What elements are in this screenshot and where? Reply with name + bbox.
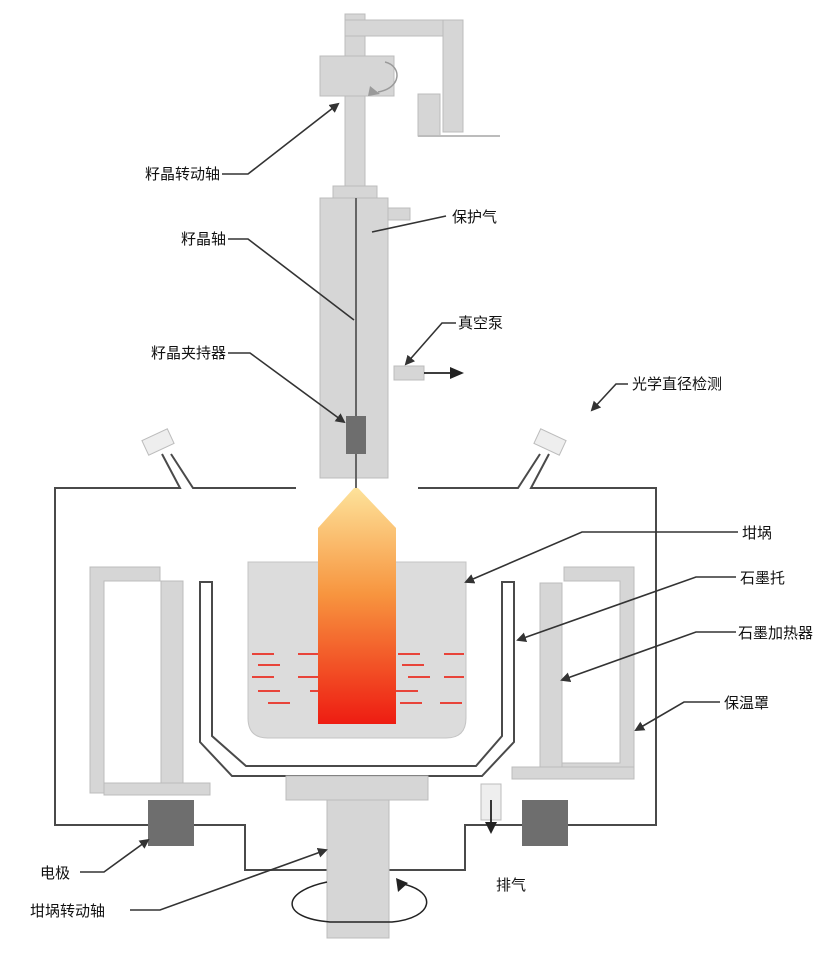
leader-vacuum-pump [404,322,456,366]
label-optical-diameter-detection: 光学直径检测 [632,375,722,393]
label-graphite-support: 石墨托 [740,569,785,587]
label-seed-shaft: 籽晶轴 [181,230,226,248]
upper-shaft [344,95,366,189]
insulation-cover-left [89,566,161,794]
rotation-head [319,55,395,97]
right-viewport [533,428,567,456]
leader-crucible-rotation-shaft [130,848,328,911]
crucible-shaft-assembly [285,775,429,939]
label-insulation-cover: 保温罩 [724,694,769,712]
leader-lines [80,102,738,911]
electrode-right [522,800,568,846]
label-exhaust: 排气 [496,876,526,894]
gas-inlet-port [387,207,411,221]
insulation-and-heaters [89,566,635,846]
labels: 籽晶转动轴 籽晶轴 保护气 真空泵 籽晶夹持器 光学直径检测 坩埚 石墨托 石墨… [30,165,813,920]
electrode-left [148,800,194,846]
rotation-arrow-icon [291,881,428,923]
label-crucible-rotation-shaft: 坩埚转动轴 [30,902,105,920]
leader-electrode [80,838,150,873]
exhaust-arrow-head [485,822,497,834]
leader-graphite-support [516,576,736,643]
label-seed-holder: 籽晶夹持器 [151,344,226,362]
graphite-support [199,581,515,777]
crucible-pedestal [285,775,429,801]
insulation-cover-right [561,566,635,776]
drive-arm-vertical [442,19,464,133]
label-seed-rotation-shaft: 籽晶转动轴 [145,165,220,183]
leader-insulation-cover [634,701,720,732]
vacuum-arrow-head [450,367,464,379]
left-viewport [141,428,175,456]
label-electrode: 电极 [40,864,70,882]
crucible-rotation-shaft [326,799,390,939]
heater-base-left [103,782,211,796]
seed-rotation-mechanism [319,13,500,201]
exhaust-port [480,783,502,834]
furnace-chamber [54,428,657,871]
leader-graphite-heater [560,631,736,683]
label-graphite-heater: 石墨加热器 [738,624,813,642]
heater-base-right [511,766,635,780]
rotation-arrow-head [396,878,408,892]
drive-motor [417,93,441,137]
leader-protective-gas [371,215,447,233]
label-crucible: 坩埚 [742,524,772,542]
leader-seed-holder [228,352,346,424]
graphite-heater-left [160,580,184,792]
crystal-ingot [318,488,396,724]
leader-crucible [464,531,738,584]
vacuum-port [393,365,425,381]
seed-holder-block [346,416,366,454]
seed-housing [319,197,425,488]
graphite-heater-right [539,582,563,774]
rotation-arrow-head [368,86,380,96]
leader-seed-shaft [228,238,355,321]
label-vacuum-pump: 真空泵 [458,314,503,332]
rotation-arrow-icon [377,61,398,93]
leader-optical-detection [590,383,628,412]
leader-seed-rotation-shaft [222,102,340,175]
label-protective-gas: 保护气 [452,208,497,226]
